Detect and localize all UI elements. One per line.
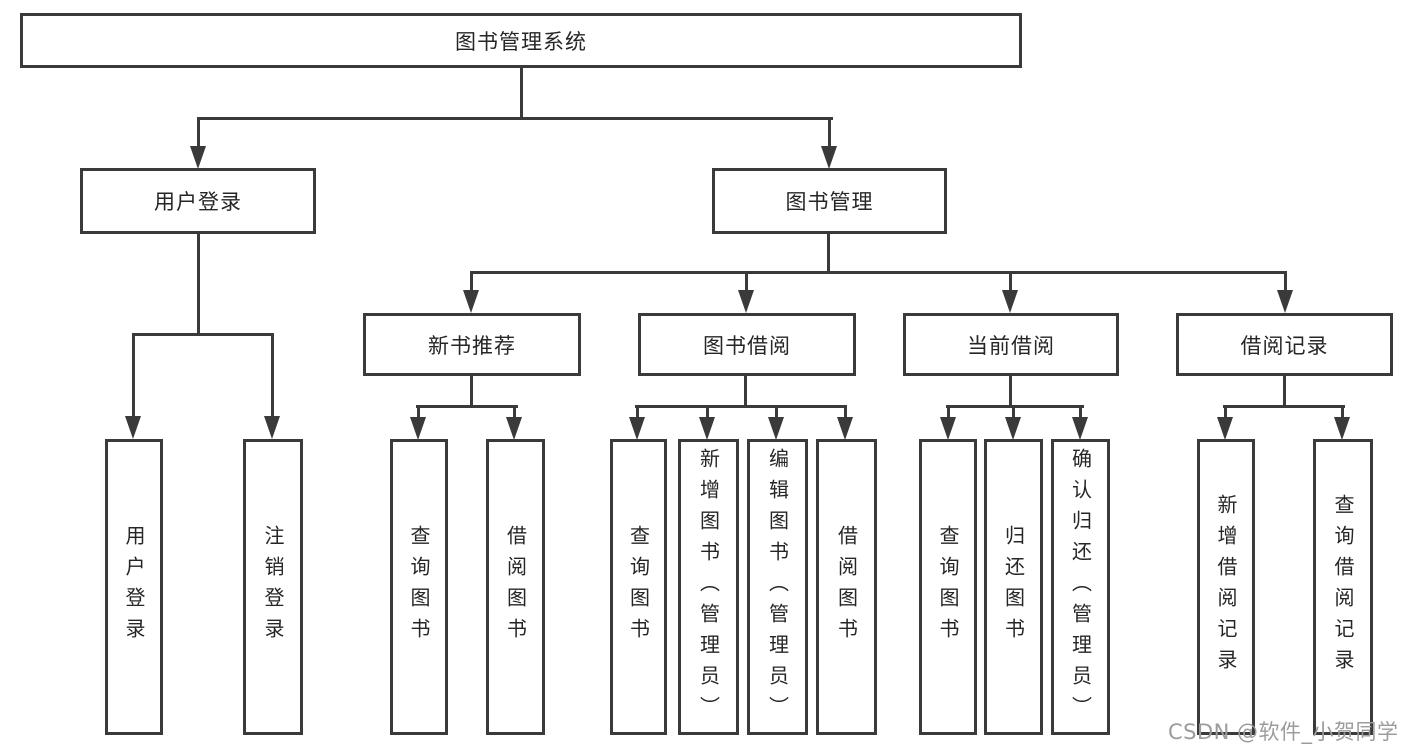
node-borrow-records-label: 借阅记录 xyxy=(1240,333,1329,358)
leaf-query-books-borrow: 查询图书 xyxy=(610,439,667,735)
leaf-logout: 注销登录 xyxy=(243,439,303,735)
leaf-query-books-recommend: 查询图书 xyxy=(390,439,448,735)
arrowhead-down-icon xyxy=(837,417,853,440)
connector-stem xyxy=(636,405,639,422)
connector-stem-leaf-user-login xyxy=(132,333,135,418)
connector-stem xyxy=(1012,405,1015,422)
connector-groupD-horizontal xyxy=(1223,405,1345,408)
leaf-query-books-current-label: 查询图书 xyxy=(936,525,960,649)
arrowhead-down-icon xyxy=(1002,290,1018,313)
leaf-query-borrow-record-label: 查询借阅记录 xyxy=(1331,494,1355,680)
arrowhead-down-icon xyxy=(1334,417,1350,440)
leaf-query-books-current: 查询图书 xyxy=(919,439,977,735)
arrowhead-down-icon xyxy=(1217,417,1233,440)
leaf-confirm-return-admin-label: 确认归还（管理员） xyxy=(1068,447,1093,727)
connector-stem-new-book xyxy=(470,271,473,296)
node-user-login: 用户登录 xyxy=(80,168,316,234)
leaf-borrow-books-recommend-label: 借阅图书 xyxy=(503,525,528,649)
node-book-management: 图书管理 xyxy=(712,168,947,234)
arrowhead-down-icon xyxy=(1277,290,1293,313)
leaf-logout-label: 注销登录 xyxy=(261,525,285,649)
leaf-add-book-admin-label: 新增图书（管理员） xyxy=(696,447,721,727)
arrowhead-down-icon xyxy=(768,417,784,440)
leaf-edit-book-admin-label: 编辑图书（管理员） xyxy=(765,447,790,727)
connector-stem-current-borrow xyxy=(1009,271,1012,296)
connector-root-vertical xyxy=(520,68,523,118)
connector-stem-book-borrow xyxy=(745,271,748,296)
arrowhead-down-icon xyxy=(190,146,206,169)
connector-stem xyxy=(844,405,847,422)
arrowhead-down-icon xyxy=(506,417,522,440)
leaf-confirm-return-admin: 确认归还（管理员） xyxy=(1051,439,1110,735)
connector-stem xyxy=(417,405,420,422)
arrowhead-down-icon xyxy=(1072,417,1088,440)
connector-groupA-vertical xyxy=(470,376,473,407)
connector-stem xyxy=(1224,405,1227,422)
arrowhead-down-icon xyxy=(940,417,956,440)
connector-stem-borrow-records xyxy=(1284,271,1287,296)
connector-book-management-vertical xyxy=(827,234,830,274)
connector-stem xyxy=(1079,405,1082,422)
node-current-borrow-label: 当前借阅 xyxy=(967,333,1055,358)
arrowhead-down-icon xyxy=(1005,417,1021,440)
node-book-borrow: 图书借阅 xyxy=(638,313,856,376)
connector-stem xyxy=(947,405,950,422)
node-borrow-records: 借阅记录 xyxy=(1176,313,1393,376)
connector-user-login-horizontal xyxy=(132,333,274,336)
arrowhead-down-icon xyxy=(463,290,479,313)
node-book-borrow-label: 图书借阅 xyxy=(703,333,791,358)
node-current-borrow: 当前借阅 xyxy=(903,313,1119,376)
connector-stem-leaf-logout xyxy=(271,333,274,418)
arrowhead-down-icon xyxy=(629,417,645,440)
connector-stem xyxy=(706,405,709,422)
connector-user-login-vertical xyxy=(197,234,200,334)
connector-stem-user-login xyxy=(197,117,200,150)
node-new-book-recommend: 新书推荐 xyxy=(363,313,581,376)
node-book-management-label: 图书管理 xyxy=(785,190,874,214)
leaf-borrow-books: 借阅图书 xyxy=(816,439,877,735)
leaf-add-book-admin: 新增图书（管理员） xyxy=(678,439,739,735)
leaf-add-borrow-record-label: 新增借阅记录 xyxy=(1214,494,1238,680)
arrowhead-down-icon xyxy=(410,417,426,440)
connector-groupB-horizontal xyxy=(635,405,847,408)
connector-stem xyxy=(513,405,516,422)
connector-stem xyxy=(1341,405,1344,422)
arrowhead-down-icon xyxy=(264,416,280,439)
connector-groupD-vertical xyxy=(1283,376,1286,407)
connector-groupB-vertical xyxy=(744,376,747,407)
leaf-query-books-recommend-label: 查询图书 xyxy=(407,525,431,649)
watermark: CSDN @软件_小贺同学 xyxy=(1168,720,1399,744)
arrowhead-down-icon xyxy=(738,290,754,313)
connector-stem xyxy=(775,405,778,422)
connector-root-horizontal xyxy=(197,117,833,120)
leaf-user-login: 用户登录 xyxy=(105,439,163,735)
leaf-user-login-label: 用户登录 xyxy=(122,525,146,649)
arrowhead-down-icon xyxy=(821,146,837,169)
node-root: 图书管理系统 xyxy=(20,13,1022,68)
leaf-query-borrow-record: 查询借阅记录 xyxy=(1313,439,1373,735)
node-new-book-recommend-label: 新书推荐 xyxy=(428,333,516,358)
node-user-login-label: 用户登录 xyxy=(154,190,242,214)
leaf-return-book-label: 归还图书 xyxy=(1001,525,1026,649)
connector-stem-book-management xyxy=(828,117,831,150)
node-root-label: 图书管理系统 xyxy=(455,29,587,54)
connector-groupC-horizontal xyxy=(946,405,1084,408)
leaf-return-book: 归还图书 xyxy=(984,439,1043,735)
connector-book-management-horizontal xyxy=(470,271,1287,274)
leaf-query-books-borrow-label: 查询图书 xyxy=(626,525,651,649)
leaf-edit-book-admin: 编辑图书（管理员） xyxy=(747,439,808,735)
arrowhead-down-icon xyxy=(125,416,141,439)
connector-groupC-vertical xyxy=(1009,376,1012,407)
leaf-borrow-books-label: 借阅图书 xyxy=(834,525,859,649)
leaf-add-borrow-record: 新增借阅记录 xyxy=(1197,439,1255,735)
leaf-borrow-books-recommend: 借阅图书 xyxy=(486,439,545,735)
connector-groupA-horizontal xyxy=(416,405,518,408)
arrowhead-down-icon xyxy=(699,417,715,440)
